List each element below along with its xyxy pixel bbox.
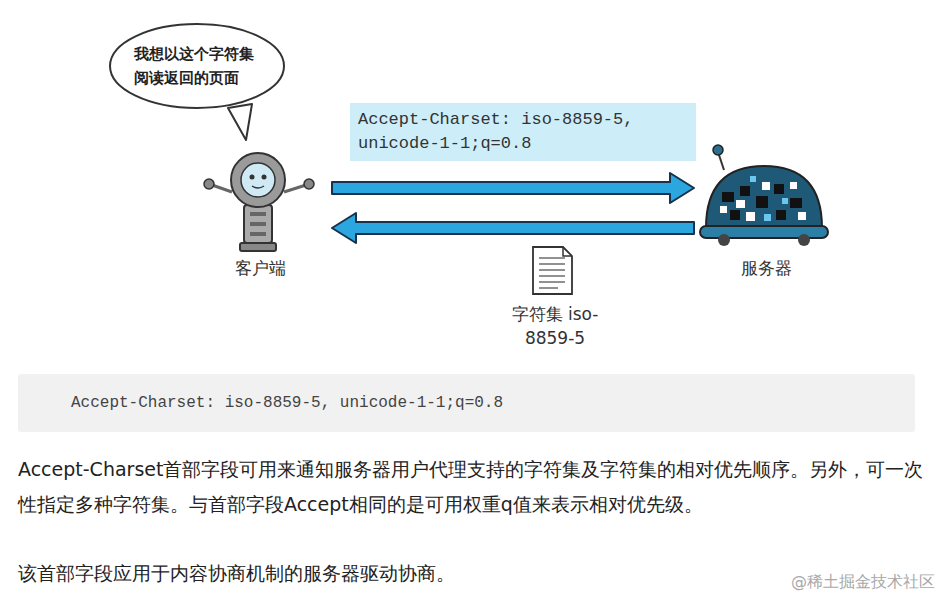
arrow-connector	[332, 213, 694, 243]
document-icon	[533, 247, 572, 294]
speech-bubble: 我想以这个字符集 阅读返回的页面	[108, 22, 286, 110]
client-node: 客户端	[200, 140, 320, 286]
client-robot	[204, 153, 314, 251]
charset-label: 字符集 iso-8859-5	[500, 302, 610, 350]
server-node: 服务器	[698, 140, 834, 286]
node-text: 我想以这个字符集 阅读返回的页面	[134, 42, 260, 90]
bubble-outline	[108, 22, 286, 110]
description-paragraph: Accept-Charset首部字段可用来通知服务器用户代理支持的字符集及字符集…	[18, 452, 933, 522]
node-text: 服务器	[698, 257, 834, 280]
arrow-connector	[332, 173, 694, 203]
bubble-tail	[228, 104, 252, 140]
node-text: Accept-Charset: iso-8859-5, unicode-1-1;…	[18, 374, 915, 432]
watermark: @稀土掘金技术社区	[791, 572, 935, 593]
server-dome	[700, 145, 828, 246]
code-box: Accept-Charset: iso-8859-5, unicode-1-1;…	[18, 374, 915, 432]
node-text: 客户端	[200, 257, 320, 280]
request-header-label: Accept-Charset: iso-8859-5, unicode-1-1;…	[350, 103, 696, 161]
bubble-ellipse	[110, 24, 284, 108]
